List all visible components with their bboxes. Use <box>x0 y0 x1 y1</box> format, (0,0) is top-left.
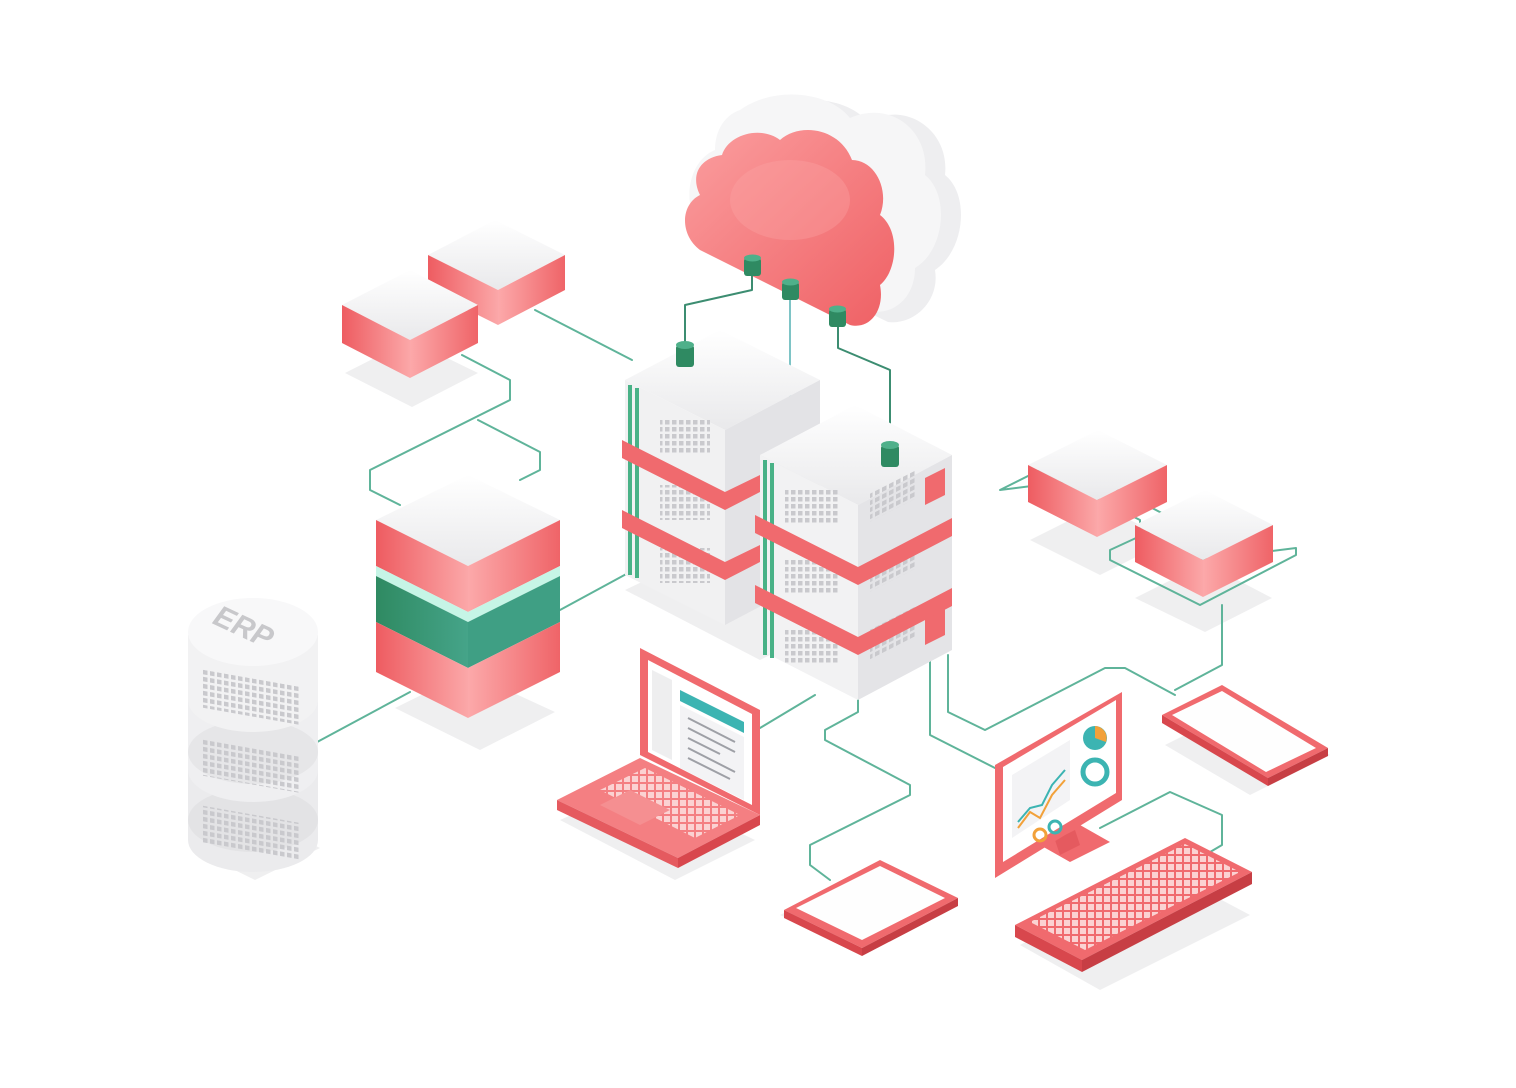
connector-plug-server-back <box>676 341 694 367</box>
monitor-icon <box>995 692 1122 878</box>
cable-server-to-monitor <box>930 660 995 768</box>
connector-plug-server-front <box>881 441 899 467</box>
cloud-icon <box>685 94 961 325</box>
connector-plug-2 <box>782 279 799 301</box>
connector-plug-1 <box>744 255 761 277</box>
cable-server-to-tablet <box>810 700 910 880</box>
tablet-icon <box>1162 685 1328 786</box>
server-rack-icon <box>755 405 952 700</box>
cable-modules-to-stack-2 <box>478 420 540 480</box>
connector-plug-3 <box>829 306 846 328</box>
cloud-highlight <box>730 160 850 240</box>
cable-server-to-laptop <box>760 695 815 728</box>
cable-modules-to-server <box>535 310 632 360</box>
cable-server-to-right-network <box>948 655 1175 730</box>
cable-stack-to-server <box>560 572 630 610</box>
laptop-icon <box>557 648 760 868</box>
database-icon <box>376 475 560 718</box>
erp-database-icon: ERP <box>188 598 318 872</box>
tablet-icon <box>784 860 958 956</box>
cable-erp-to-stack <box>306 692 410 748</box>
